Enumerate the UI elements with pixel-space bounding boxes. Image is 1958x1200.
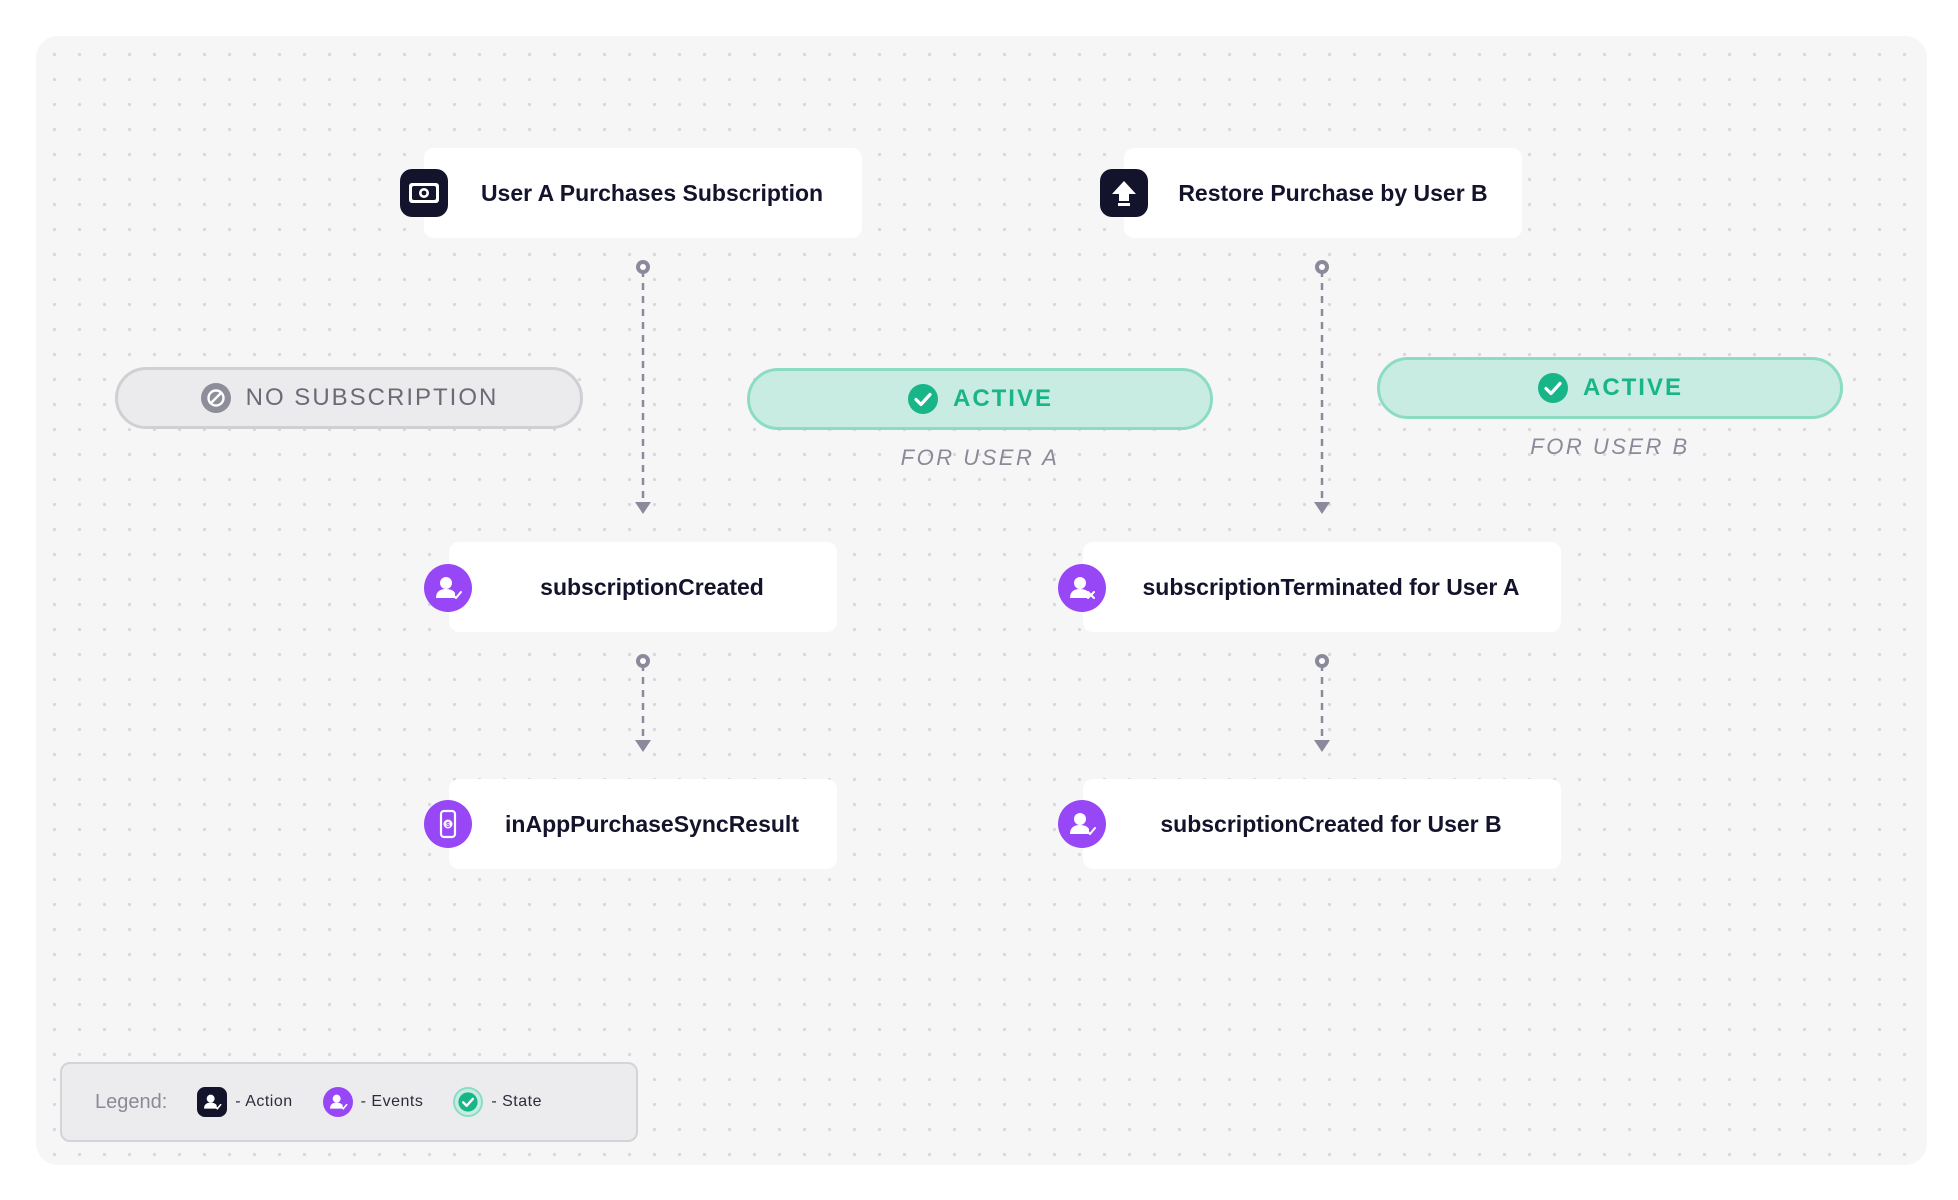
state-caption-user-b: FOR USER B	[1530, 434, 1690, 459]
arrowhead	[635, 740, 651, 752]
user-check-icon	[1058, 800, 1106, 848]
state-label: NO SUBSCRIPTION	[245, 384, 499, 411]
arrowhead	[1314, 502, 1330, 514]
check-circle-icon	[1537, 372, 1569, 404]
event-node-subscription-created: subscriptionCreated	[449, 542, 837, 632]
legend-item-action: - Action	[197, 1087, 292, 1117]
action-node-purchase: User A Purchases Subscription	[424, 148, 862, 238]
legend-item-events: - Events	[322, 1087, 424, 1117]
node-label: subscriptionCreated for User B	[1160, 810, 1502, 837]
svg-text:$: $	[446, 822, 450, 829]
action-icon	[197, 1087, 228, 1117]
legend-label: - Events	[360, 1093, 424, 1110]
check-circle-icon	[907, 383, 939, 415]
state-pill-no-subscription: NO SUBSCRIPTION	[115, 367, 583, 429]
state-caption-user-a: FOR USER A	[900, 445, 1060, 470]
state-label: ACTIVE	[1582, 374, 1683, 401]
legend-item-state: - State	[453, 1087, 542, 1117]
event-node-subscription-created-user-b: subscriptionCreated for User B	[1083, 779, 1561, 869]
arrowhead	[635, 502, 651, 514]
legend-title: Legend:	[95, 1090, 168, 1113]
diagram-canvas	[36, 36, 1927, 1165]
upload-icon	[1100, 169, 1148, 217]
arrowhead	[1314, 740, 1330, 752]
legend-label: - Action	[235, 1093, 293, 1110]
state-pill-active-user-a: ACTIVE	[747, 368, 1213, 430]
legend-label: - State	[491, 1093, 542, 1110]
money-icon	[400, 169, 448, 217]
user-check-icon	[424, 564, 472, 612]
legend: Legend: - Action - Events - S	[60, 1062, 638, 1142]
event-node-in-app-purchase-sync-result: inAppPurchaseSyncResult	[449, 779, 837, 869]
user-remove-icon	[1058, 564, 1106, 612]
node-label: inAppPurchaseSyncResult	[505, 810, 799, 837]
state-check-icon	[453, 1087, 484, 1117]
node-label: Restore Purchase by User B	[1178, 179, 1488, 206]
event-icon	[322, 1087, 353, 1117]
node-label: subscriptionCreated	[540, 573, 764, 600]
prohibited-icon	[200, 382, 232, 414]
event-node-subscription-terminated: subscriptionTerminated for User A	[1083, 542, 1561, 632]
mobile-payment-icon: $	[424, 800, 472, 848]
state-pill-active-user-b: ACTIVE	[1377, 357, 1843, 419]
node-label: User A Purchases Subscription	[480, 179, 824, 206]
node-label: subscriptionTerminated for User A	[1142, 573, 1520, 600]
state-label: ACTIVE	[952, 385, 1053, 412]
action-node-restore: Restore Purchase by User B	[1124, 148, 1522, 238]
